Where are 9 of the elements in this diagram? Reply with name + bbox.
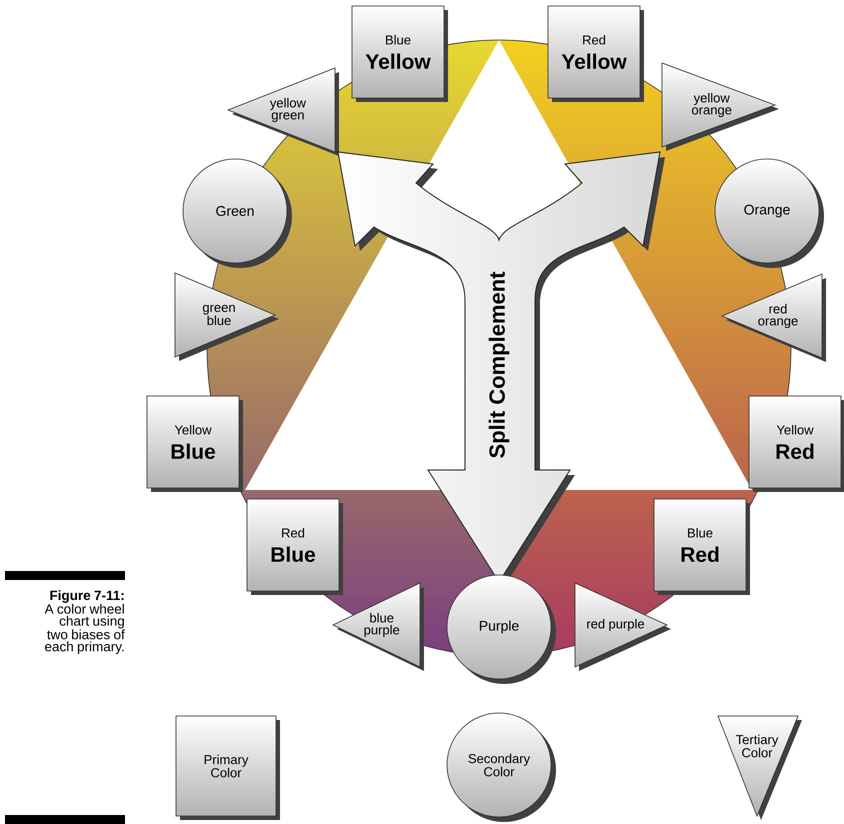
legend-box: Primary Color: [176, 716, 280, 820]
primary-box: Blue Red: [654, 498, 750, 595]
primary-box: Red Yellow: [548, 6, 644, 102]
primary-box: Yellow Red: [748, 396, 844, 492]
figure-caption: Figure 7-11: A color wheel chart using two biases of each primary.: [44, 590, 125, 654]
primary-box: Yellow Blue: [146, 396, 243, 492]
tertiary-triangle: yellow orange: [662, 62, 779, 151]
primary-box: Blue Yellow: [352, 6, 448, 102]
primary-box: Red Blue: [246, 498, 343, 595]
